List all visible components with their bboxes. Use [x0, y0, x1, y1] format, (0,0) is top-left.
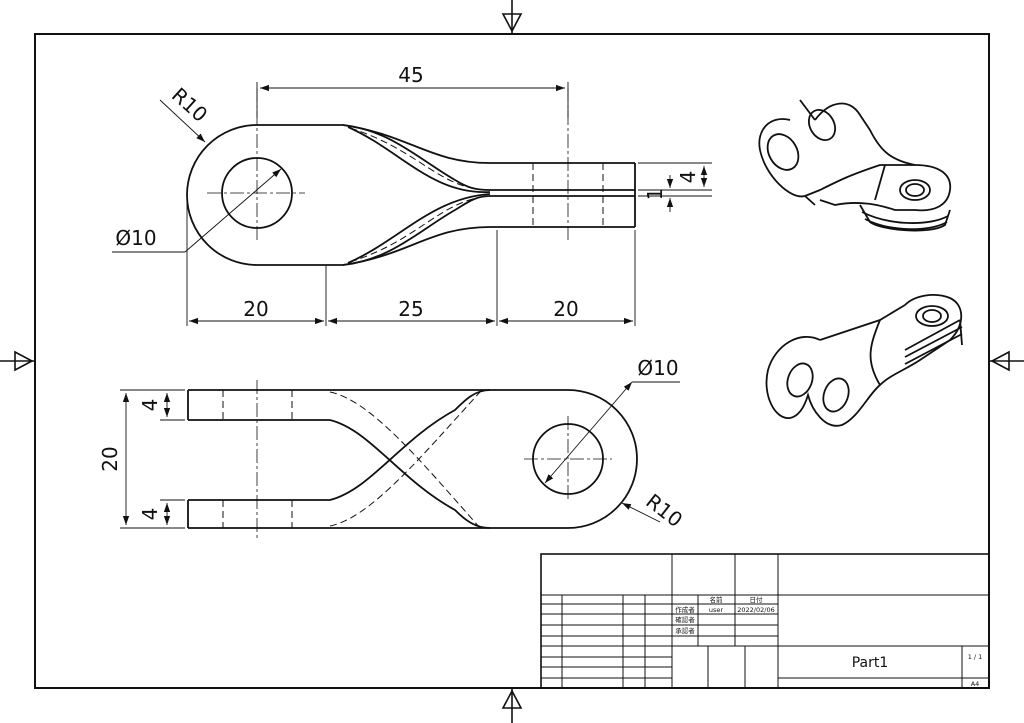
tb-author-name: user: [709, 606, 724, 614]
tb-col-name: 名前: [710, 595, 724, 604]
tb-row-approve: 承認者: [675, 626, 695, 635]
side-view: 20 4 4 Ø10 R10: [98, 356, 687, 538]
top-view-center-lines: [207, 88, 569, 240]
dim-gap: 1: [643, 188, 667, 201]
dim-side-prong-bottom: 4: [138, 508, 162, 521]
top-view-hidden-lines: [349, 127, 604, 263]
side-view-center-lines: [256, 380, 612, 538]
dim-top-radius: R10: [167, 83, 212, 127]
tb-part-name: Part1: [852, 655, 889, 671]
dim-side-radius: R10: [641, 489, 687, 532]
tb-paper: A4: [971, 680, 980, 688]
tb-row-check: 確認者: [675, 615, 695, 624]
tb-sheet: 1 / 1: [968, 653, 983, 661]
isometric-view-top: [758, 99, 951, 232]
side-view-hidden-lines: [222, 390, 481, 529]
side-view-dimension-lines: [120, 381, 680, 529]
side-view-outline: [187, 389, 638, 529]
dim-overall-length: 45: [398, 63, 423, 87]
dim-prong-thickness: 4: [676, 171, 700, 184]
isometric-view-bottom: [765, 294, 963, 427]
dim-side-prong-top: 4: [138, 399, 162, 412]
dim-seg-left: 20: [243, 297, 268, 321]
dim-seg-mid: 25: [398, 297, 423, 321]
tb-col-date: 日付: [750, 595, 764, 604]
sheet-border: [34, 33, 990, 689]
dim-side-width: 20: [98, 446, 122, 471]
top-view: 45 R10 Ø10 20 25 20 4 1: [112, 63, 712, 326]
dim-seg-right: 20: [553, 297, 578, 321]
top-view-dimension-lines: [112, 82, 712, 326]
dim-top-hole: Ø10: [115, 226, 156, 250]
tb-author-date: 2022/02/06: [737, 606, 774, 614]
dim-side-hole: Ø10: [637, 356, 678, 380]
title-block: [540, 553, 990, 689]
tb-row-author: 作成者: [675, 605, 695, 614]
